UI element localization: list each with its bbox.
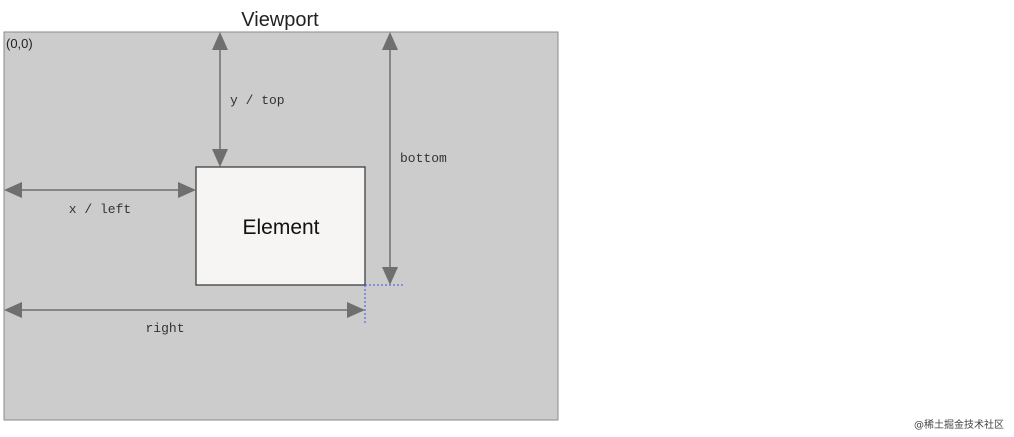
corner-guides [364,284,405,325]
bottom-label: bottom [400,151,447,166]
watermark: @稀土掘金技术社区 [914,420,1004,431]
y-top-label: y / top [230,93,285,108]
origin-label: (0,0) [6,36,33,51]
x-left-arrow [4,182,196,198]
right-arrow [4,302,365,318]
viewport-title: Viewport [241,9,319,31]
y-top-arrow [212,32,228,167]
element-box [195,166,366,286]
element-label: Element [242,216,319,239]
bottom-arrow [382,32,398,285]
x-left-label: x / left [69,202,131,217]
right-label: right [145,321,184,336]
